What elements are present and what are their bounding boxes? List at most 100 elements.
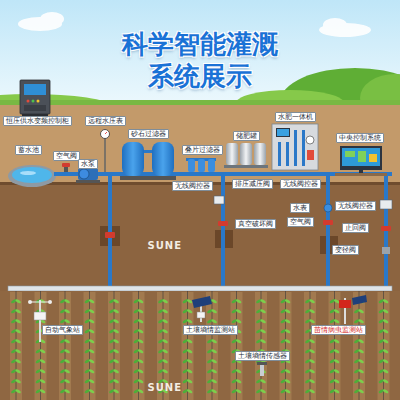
crop-plant [329, 379, 340, 384]
crop-plant [137, 379, 144, 384]
crop-plant [84, 379, 95, 384]
soil-sensor [257, 362, 267, 365]
crop-plant [354, 389, 365, 394]
tag-text: 储肥罐 [236, 132, 257, 140]
pest-monitor-station [339, 295, 367, 324]
crop-plant [378, 299, 389, 304]
water-pipe [108, 174, 112, 288]
tag-text: 自动气象站 [45, 326, 80, 334]
crop-plant [260, 329, 267, 334]
watermark: SUNE [148, 240, 183, 252]
crop-plant [235, 379, 242, 384]
fertigation-machine [272, 124, 318, 170]
sand-filter [120, 142, 176, 180]
crop-plant [60, 319, 71, 324]
weather-station [28, 300, 52, 342]
pressure-gauge [104, 138, 106, 172]
fertigation-machine [307, 150, 314, 160]
callout-tag: 水表 [290, 203, 310, 213]
crop-plant [64, 309, 71, 314]
crop-plant [15, 329, 22, 334]
tag-text: 水表 [293, 204, 307, 212]
crop-plant [64, 319, 71, 324]
crop-plant [88, 359, 95, 364]
drip-line [236, 291, 237, 400]
callout-tag: 恒压供水变频控制柜 [3, 116, 72, 126]
callout-tag: 真空破坏阀 [235, 219, 276, 229]
crop-plant [84, 369, 95, 374]
crop-plant [211, 349, 218, 354]
crop-plant [35, 389, 46, 394]
crop-plant [333, 349, 340, 354]
crop-plant [378, 319, 389, 324]
crop-ridge [378, 292, 390, 400]
crop-plant [60, 349, 71, 354]
tag-text: 空气阀 [290, 218, 311, 226]
valve-controller [380, 200, 392, 209]
crop-plant [137, 389, 144, 394]
crop-plant [39, 359, 46, 364]
crop-plant [109, 309, 120, 314]
crop-plant [382, 369, 389, 374]
crop-plant [88, 329, 95, 334]
crop-plant [137, 339, 144, 344]
crop-plant [158, 329, 169, 334]
disc-filter [208, 159, 215, 172]
crop-plant [280, 309, 291, 314]
crop-plant [280, 369, 291, 374]
crop-ridge [231, 292, 243, 400]
crop-row [10, 291, 390, 400]
crop-plant [382, 379, 389, 384]
callout-tag: 水肥一体机 [275, 112, 316, 122]
crop-plant [211, 339, 218, 344]
crop-plant [309, 359, 316, 364]
control-cabinet [32, 100, 35, 103]
weather-station [34, 312, 46, 320]
crop-plant [256, 319, 267, 324]
crop-plant [11, 329, 22, 334]
crop-plant [113, 349, 120, 354]
crop-plant [186, 379, 193, 384]
crop-plant [260, 309, 267, 314]
crop-plant [305, 309, 316, 314]
callout-tag: 远程水压表 [85, 116, 126, 126]
soil-station [192, 296, 212, 308]
computer-console [342, 148, 380, 166]
crop-plant [333, 319, 340, 324]
callout-tag: 蓄水池 [15, 145, 42, 155]
crop-plant [113, 369, 120, 374]
callout-tag: 水泵 [78, 159, 98, 169]
callout-tag: 中央控制系统 [336, 133, 384, 143]
callout-tag: 无线阀控器 [280, 179, 321, 189]
computer-console [335, 173, 387, 176]
crop-plant [358, 359, 365, 364]
control-cabinet [24, 105, 46, 111]
crop-ridge [280, 292, 292, 400]
crop-plant [329, 339, 340, 344]
crop-plant [333, 379, 340, 384]
crop-plant [35, 349, 46, 354]
crop-plant [60, 389, 71, 394]
crop-plant [39, 349, 46, 354]
crop-plant [133, 299, 144, 304]
cloud [323, 18, 347, 32]
crop-plant [35, 379, 46, 384]
crop-plant [186, 309, 193, 314]
tag-text: 水肥一体机 [278, 113, 313, 121]
drip-line [334, 291, 335, 400]
crop-ridge [10, 292, 22, 400]
drip-line [65, 291, 66, 400]
control-cabinet [37, 100, 40, 103]
crop-plant [231, 369, 242, 374]
crop-plant [162, 329, 169, 334]
crop-plant [186, 369, 193, 374]
crop-plant [382, 339, 389, 344]
watermark: SUNE [148, 382, 183, 394]
tag-text: 苗情病虫监测站 [314, 326, 363, 334]
weather-station [30, 302, 50, 303]
crop-plant [382, 309, 389, 314]
crop-plant [378, 359, 389, 364]
disc-filter [188, 159, 195, 172]
crop-plant [113, 299, 120, 304]
valve-symbol [105, 232, 115, 238]
